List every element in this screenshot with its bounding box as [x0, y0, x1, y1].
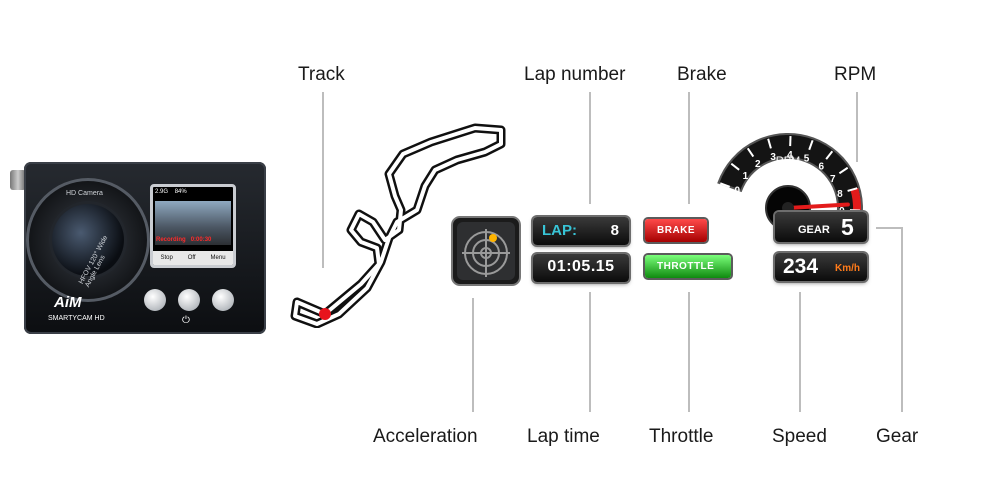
- lap-number-display: LAP: 8: [533, 217, 629, 245]
- screen-preview-image: [155, 201, 231, 245]
- leader-lap-number: [589, 92, 591, 204]
- tachometer-tick-label: 0: [734, 186, 740, 197]
- power-icon: ⏻: [182, 315, 190, 326]
- gear-label: GEAR: [798, 224, 830, 236]
- speed-value: 234: [783, 255, 819, 278]
- tachometer-tick: [746, 147, 755, 158]
- smartycam-camera: HD Camera HFOV 120° Wide Angle Lens 2.9G…: [24, 162, 266, 334]
- track-map: [290, 123, 506, 328]
- leader-lap-time: [589, 292, 591, 412]
- acceleration-dot: [489, 234, 497, 242]
- tachometer-tick-label: 9: [839, 206, 845, 217]
- tachometer-tick-label: 5: [804, 153, 810, 164]
- camera-side-knob: [10, 170, 26, 190]
- callout-rpm: RPM: [834, 64, 877, 85]
- tachometer-tick: [808, 140, 814, 151]
- lap-time-display: 01:05.15: [533, 254, 629, 282]
- callout-lap-number: Lap number: [524, 64, 626, 85]
- callout-gear: Gear: [876, 426, 919, 447]
- screen-timer: 0:00:30: [190, 237, 212, 243]
- leader-rpm: [856, 92, 858, 162]
- gear-value: 5: [841, 214, 854, 240]
- tachometer-tick: [720, 182, 731, 188]
- tachometer-needle: [786, 202, 850, 210]
- tachometer-tick: [825, 150, 834, 160]
- tachometer-tick-label: 7: [830, 174, 836, 185]
- throttle-bar: THROTTLE: [645, 255, 731, 278]
- track-inner-line: [293, 126, 503, 326]
- callout-throttle: Throttle: [649, 426, 714, 447]
- callout-speed: Speed: [772, 426, 827, 447]
- lap-label: LAP:: [542, 222, 577, 239]
- tachometer-tick: [838, 166, 849, 175]
- aim-logo: AiM: [54, 294, 82, 311]
- speed-unit: Km/h: [835, 263, 860, 274]
- tachometer-tick: [847, 187, 858, 192]
- softkey-menu: Menu: [210, 255, 226, 261]
- speed-display: 234 Km/h: [775, 253, 867, 281]
- tachometer-tick-label: 4: [787, 150, 793, 161]
- lap-time-value: 01:05.15: [547, 258, 615, 275]
- brake-label: BRAKE: [657, 225, 696, 236]
- screen-battery: 84%: [174, 189, 187, 195]
- screen-storage: 2.9G: [155, 189, 169, 195]
- screen-status: 2.9G 84%: [155, 189, 187, 195]
- tachometer-tick: [767, 138, 772, 149]
- acceleration-gauge: [451, 216, 521, 286]
- camera-button-middle[interactable]: [178, 289, 200, 311]
- screen-recording-label: Recording: [156, 237, 186, 243]
- gear-display: GEAR 5: [775, 212, 867, 242]
- leader-acceleration: [472, 298, 474, 412]
- leader-speed: [799, 292, 801, 412]
- leader-gear-horizontal: [876, 227, 903, 229]
- lens-label-top: HD Camera: [66, 190, 103, 197]
- tachometer-tick: [730, 162, 740, 171]
- tachometer-tick-label: 1: [743, 171, 749, 182]
- tachometer-tick-label: 3: [770, 152, 776, 163]
- callout-brake: Brake: [677, 64, 727, 85]
- callout-lap-time: Lap time: [527, 426, 600, 447]
- leader-track: [322, 92, 324, 268]
- leader-throttle: [688, 292, 690, 412]
- screen-recording-status: Recording 0:00:30: [156, 237, 211, 243]
- tachometer-tick-label: 2: [755, 159, 761, 170]
- callout-track: Track: [298, 64, 345, 85]
- camera-model: SMARTYCAM HD: [48, 315, 105, 322]
- softkey-stop: Stop: [160, 255, 173, 261]
- throttle-label: THROTTLE: [657, 261, 715, 272]
- tachometer-subtitle: x1000: [777, 168, 799, 177]
- softkey-off: Off: [187, 255, 196, 261]
- screen-softkeys: Stop Off Menu: [153, 251, 233, 265]
- track-position-marker: [319, 308, 331, 320]
- leader-brake: [688, 92, 690, 204]
- tachometer-tick-label: 8: [837, 189, 843, 200]
- camera-lens: HD Camera HFOV 120° Wide Angle Lens: [26, 178, 150, 302]
- lap-value: 8: [610, 222, 619, 239]
- brake-bar: BRAKE: [645, 219, 707, 242]
- tachometer-tick-label: 6: [818, 161, 824, 172]
- camera-button-right[interactable]: [212, 289, 234, 311]
- camera-button-left[interactable]: [144, 289, 166, 311]
- leader-gear: [901, 227, 903, 412]
- camera-screen: 2.9G 84% Recording 0:00:30 Stop Off Menu: [150, 184, 236, 268]
- callout-acceleration: Acceleration: [373, 426, 478, 447]
- lens-glass: [52, 204, 124, 276]
- tachometer-title: RPM: [776, 155, 800, 167]
- tachometer-needle-cap: [782, 202, 794, 214]
